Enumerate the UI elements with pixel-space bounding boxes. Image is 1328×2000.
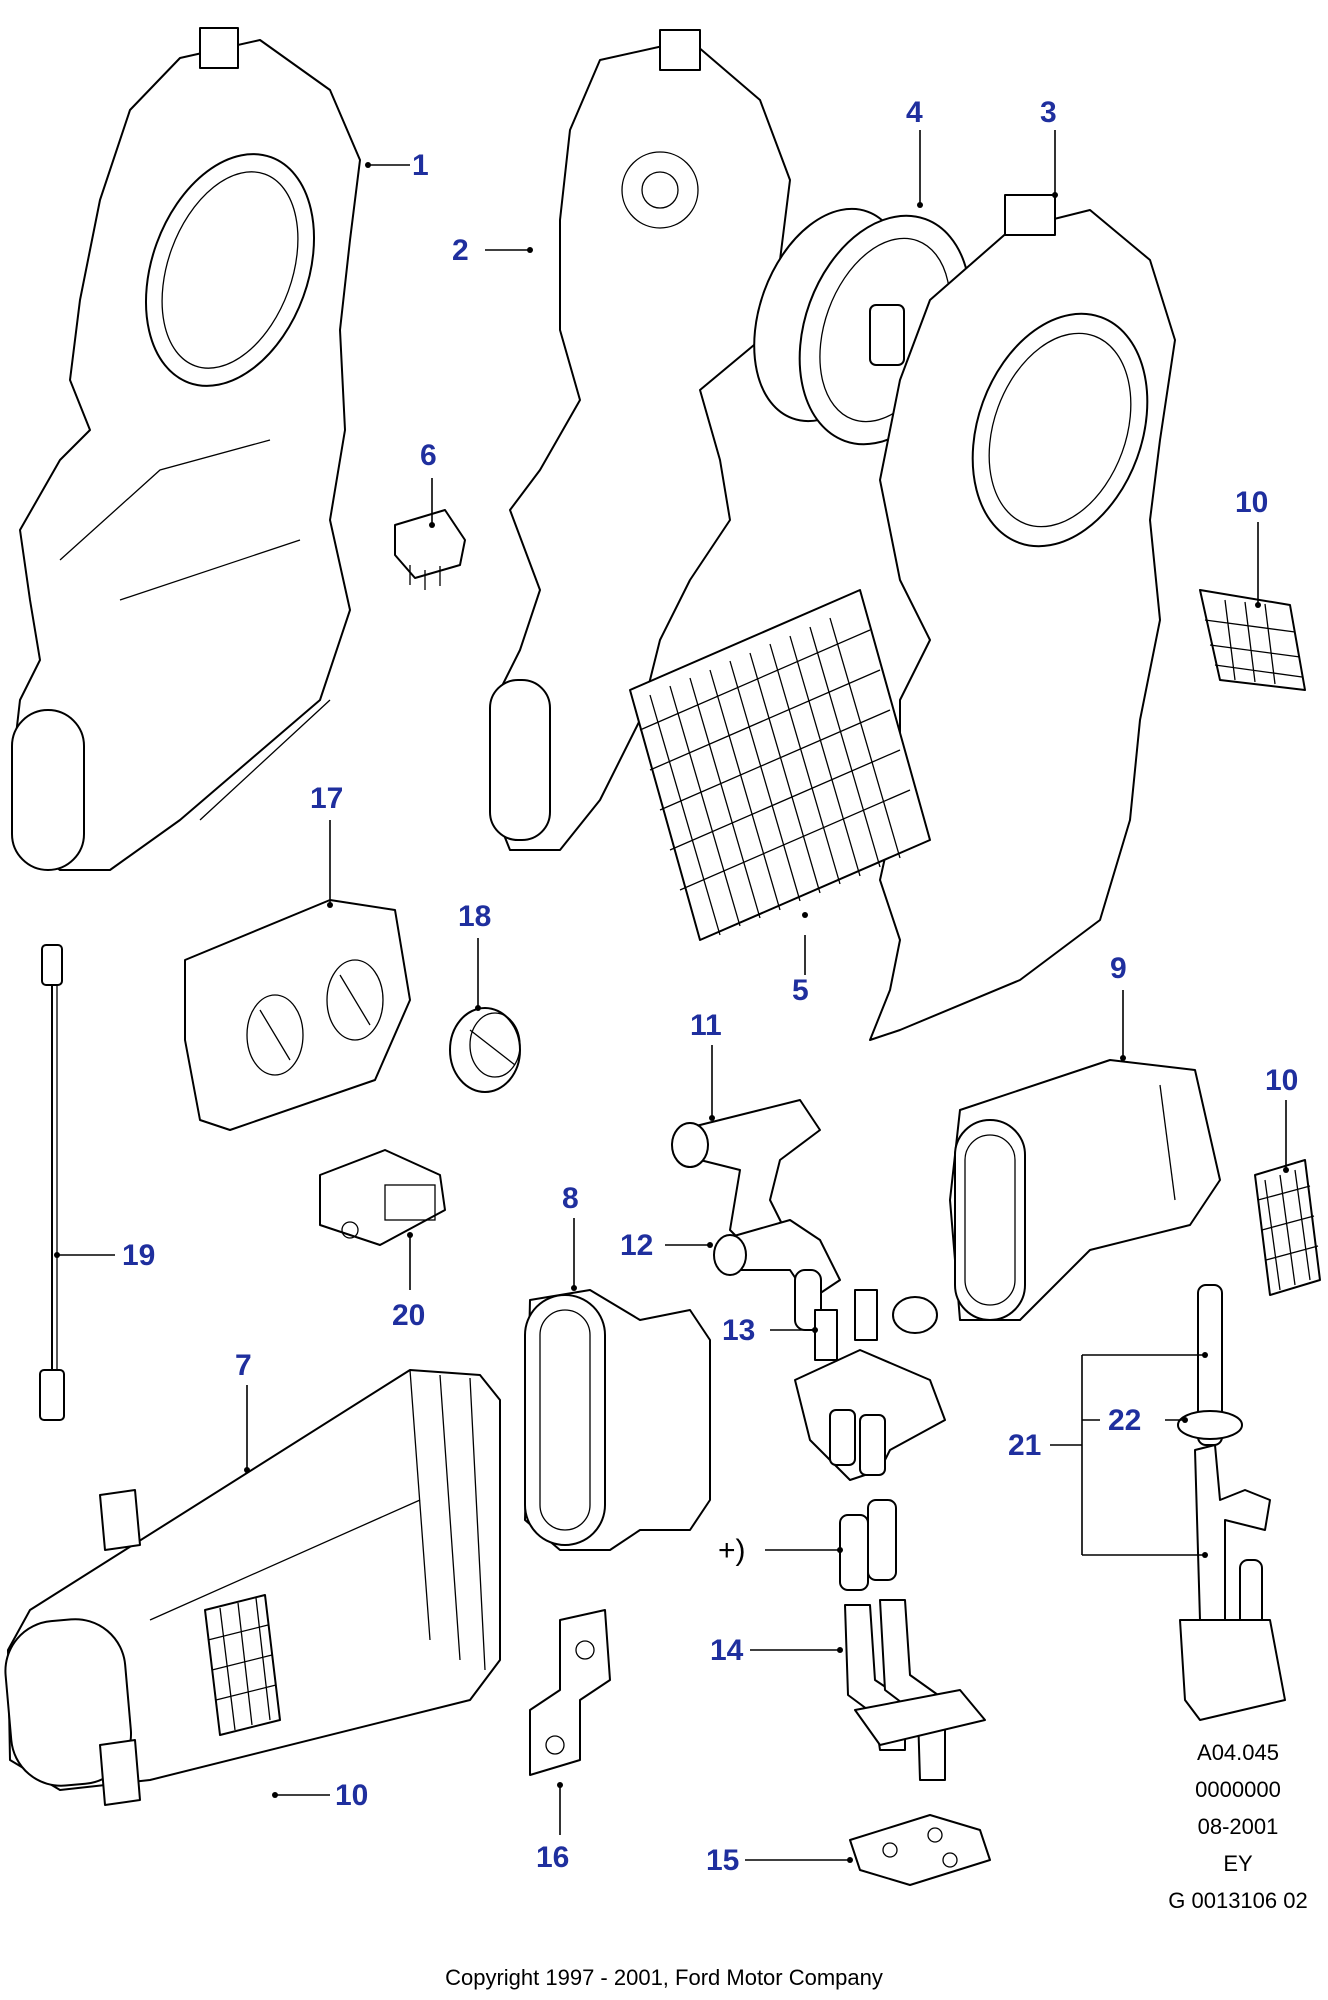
callout-6: 6 xyxy=(420,439,437,472)
part-19-wire-harness xyxy=(39,944,65,1421)
part-8-duct-adapter xyxy=(524,1289,711,1551)
callout-plus: +) xyxy=(718,1534,746,1567)
callout-10-top: 10 xyxy=(1235,486,1268,519)
callout-10-middle: 10 xyxy=(1265,1064,1298,1097)
callout-labels: 1 2 3 4 6 10 17 18 5 9 11 10 12 8 19 20 … xyxy=(122,96,1298,1877)
callout-12: 12 xyxy=(620,1229,653,1262)
info-line-2: 0000000 xyxy=(1195,1777,1281,1802)
part-13-valve xyxy=(794,1289,946,1481)
callout-10-bottom: 10 xyxy=(335,1779,368,1812)
callout-7: 7 xyxy=(235,1349,252,1382)
callout-4: 4 xyxy=(906,96,923,129)
part-20-resistor xyxy=(319,1149,446,1246)
callout-3: 3 xyxy=(1040,96,1057,129)
callout-18: 18 xyxy=(458,900,491,933)
part-18-knob xyxy=(449,1007,521,1093)
callout-15: 15 xyxy=(706,1844,739,1877)
info-line-5: G 0013106 02 xyxy=(1168,1888,1307,1913)
part-7-long-duct xyxy=(4,1369,501,1806)
callout-14: 14 xyxy=(710,1634,744,1667)
part-16-bracket xyxy=(529,1609,611,1776)
callout-17: 17 xyxy=(310,782,343,815)
part-2-blower-housing-half xyxy=(489,29,791,851)
callout-1: 1 xyxy=(412,149,429,182)
part-5-filter xyxy=(629,589,931,941)
callout-16: 16 xyxy=(536,1841,569,1874)
copyright-text: Copyright 1997 - 2001, Ford Motor Compan… xyxy=(445,1965,883,1990)
part-1-blower-housing-left xyxy=(11,27,361,871)
callout-9: 9 xyxy=(1110,952,1127,985)
callout-22: 22 xyxy=(1108,1404,1141,1437)
part-9-duct xyxy=(949,1059,1221,1321)
part-14-heater-tubes xyxy=(844,1599,986,1781)
part-3-blower-housing-right xyxy=(869,194,1176,1041)
callout-21: 21 xyxy=(1008,1429,1041,1462)
callout-20: 20 xyxy=(392,1299,425,1332)
callout-11: 11 xyxy=(690,1009,722,1042)
part-17-control-panel xyxy=(184,899,411,1131)
drawing-info-block: A04.045 0000000 08-2001 EY G 0013106 02 xyxy=(1168,1740,1307,1913)
part-10-grille-bottom xyxy=(204,1594,281,1736)
info-line-3: 08-2001 xyxy=(1198,1814,1279,1839)
part-21-tube-assembly xyxy=(1177,1284,1286,1721)
callout-2: 2 xyxy=(452,234,469,267)
part-10-grille-top xyxy=(1199,589,1306,691)
callout-19: 19 xyxy=(122,1239,155,1272)
part-10-grille-middle xyxy=(1254,1159,1321,1296)
callout-13: 13 xyxy=(722,1314,755,1347)
info-line-4: EY xyxy=(1223,1851,1253,1876)
part-15-gasket xyxy=(849,1814,991,1886)
part-6-relay xyxy=(394,509,466,590)
callout-5: 5 xyxy=(792,974,809,1007)
part-11-12-hoses xyxy=(671,1099,841,1331)
callout-8: 8 xyxy=(562,1182,579,1215)
info-line-1: A04.045 xyxy=(1197,1740,1279,1765)
leader-lines xyxy=(54,130,1289,1863)
part-connector-tubes xyxy=(839,1499,897,1591)
